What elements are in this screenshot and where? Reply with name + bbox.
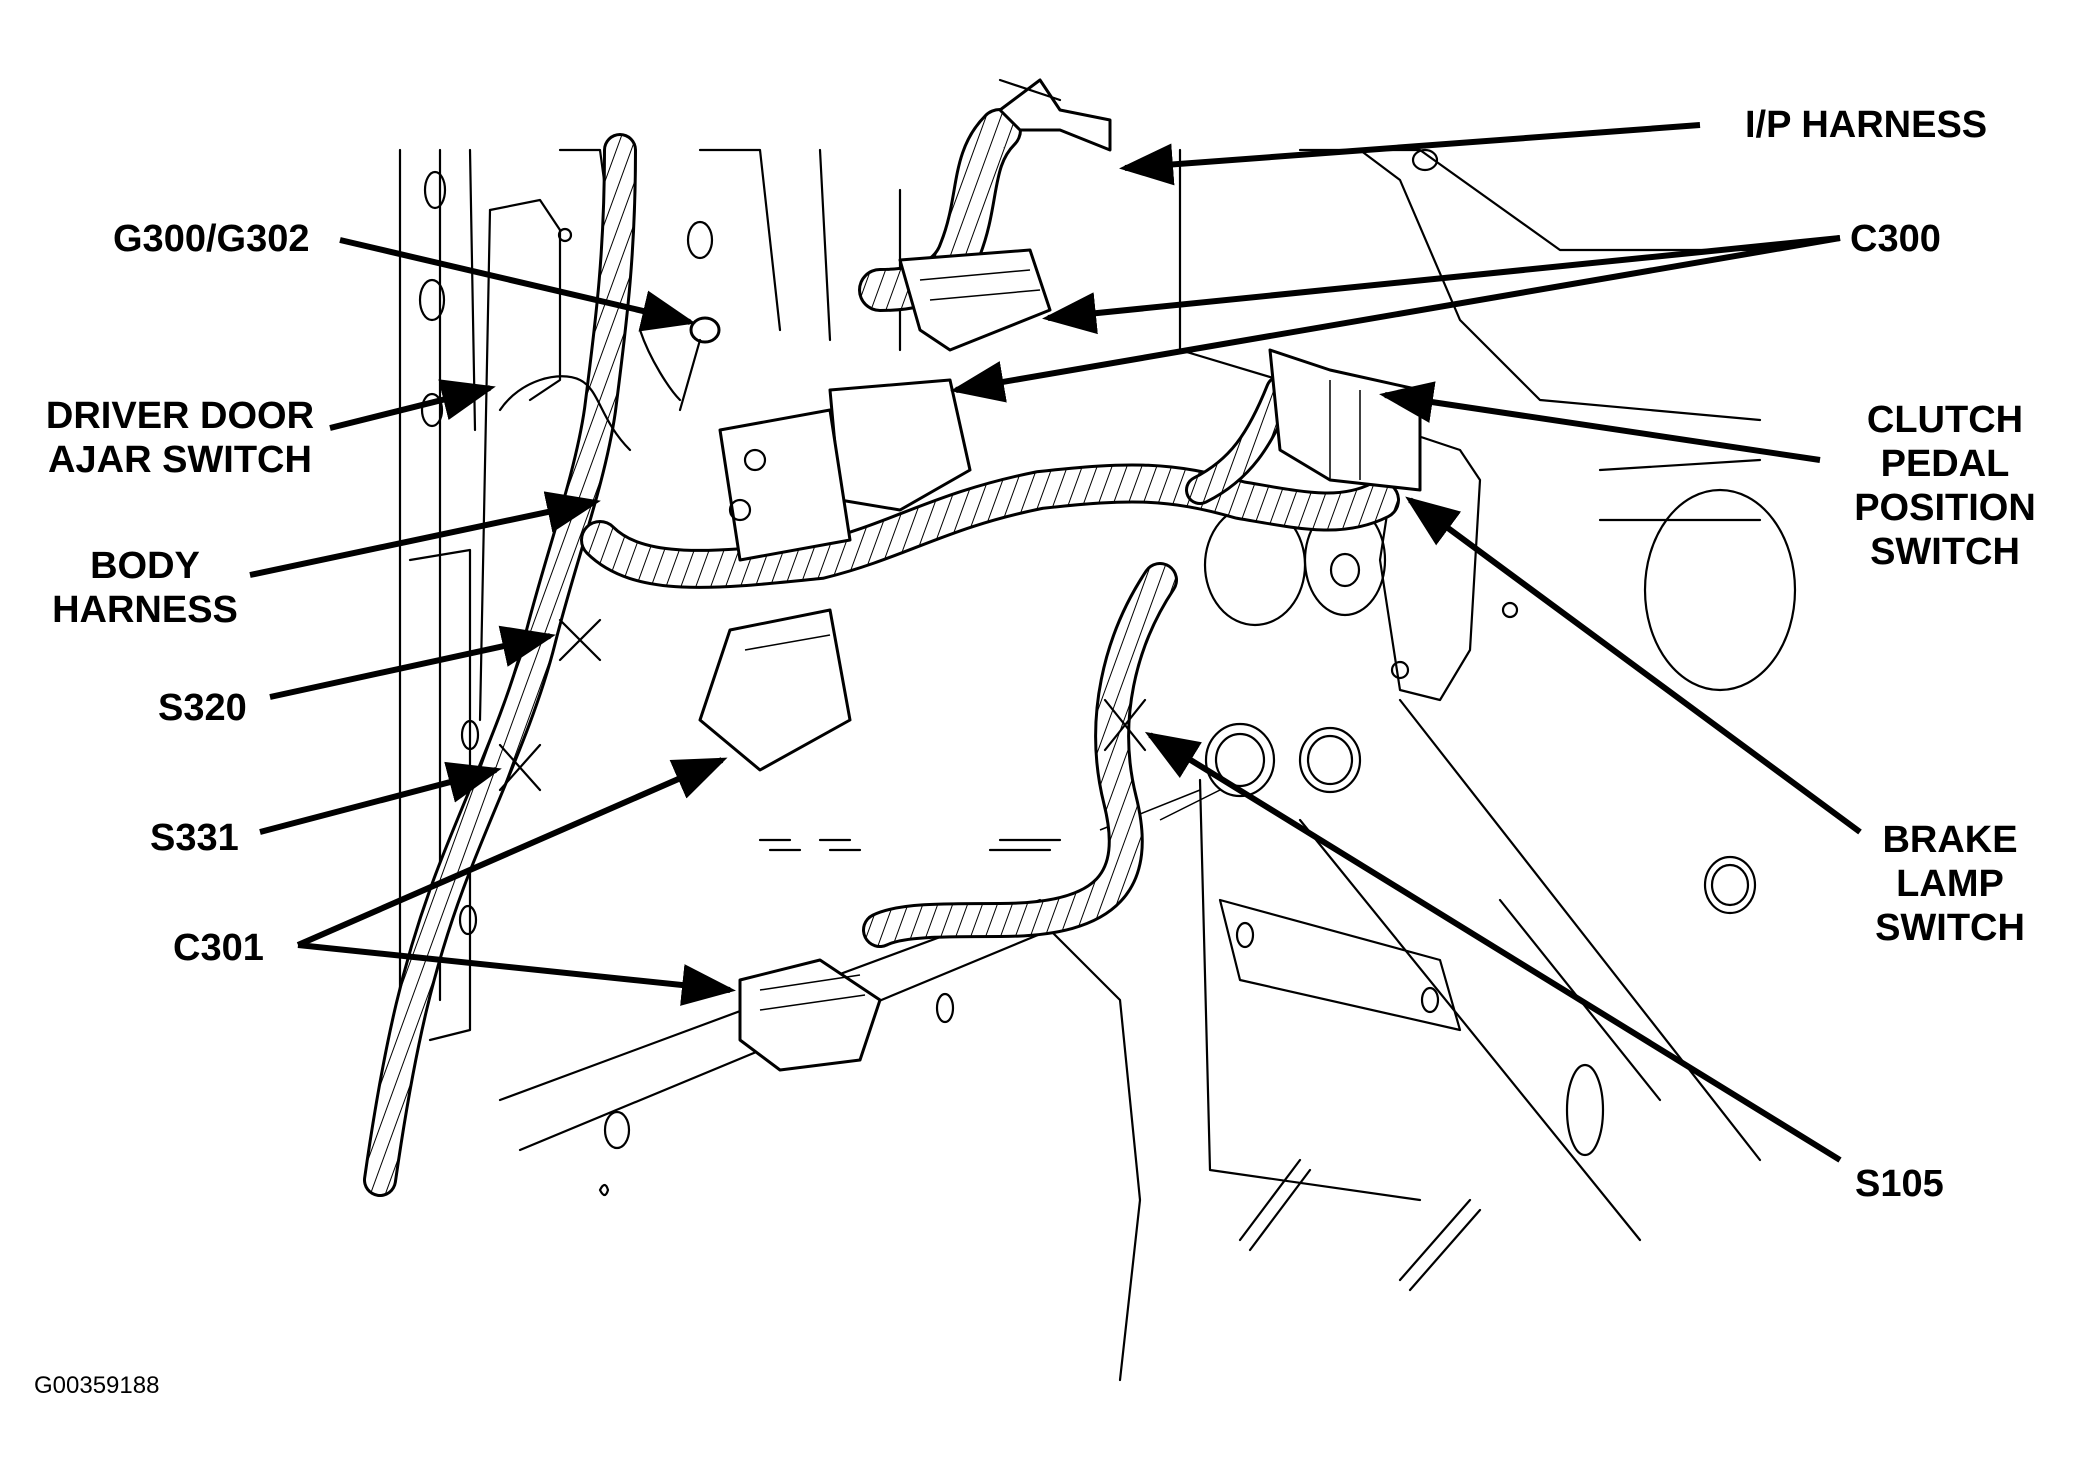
leader-g300-g302	[339, 237, 696, 332]
leader-s105	[1144, 731, 1842, 1163]
label-clutch-pedal-position-switch: CLUTCH PEDAL POSITION SWITCH	[1854, 399, 2036, 573]
leader-c300-upper	[1042, 235, 1841, 335]
figure-id: G00359188	[34, 1372, 160, 1399]
label-s105: S105	[1855, 1163, 1944, 1205]
label-c301: C301	[173, 927, 264, 969]
leader-driver-door	[329, 379, 496, 431]
label-c300: C300	[1850, 218, 1941, 260]
label-brake-lamp-switch: BRAKE LAMP SWITCH	[1875, 819, 2025, 949]
label-g300-g302: G300/G302	[113, 218, 310, 260]
leader-body-harness	[249, 491, 601, 578]
leader-brake-lamp	[1405, 496, 1862, 835]
label-s320: S320	[158, 687, 247, 729]
callout-arrows	[249, 122, 1862, 1163]
leader-c300-lower	[950, 235, 1841, 403]
connectors	[498, 78, 1422, 1072]
leader-clutch	[1379, 381, 1821, 463]
leader-c301-lower	[297, 942, 736, 1006]
leader-ip-harness	[1119, 122, 1701, 186]
label-driver-door-ajar-switch: DRIVER DOOR AJAR SWITCH	[45, 395, 315, 481]
leader-s331	[259, 761, 502, 835]
label-body-harness: BODY HARNESS	[52, 545, 238, 631]
leader-s320	[269, 625, 556, 700]
leader-c301-upper	[296, 757, 728, 948]
label-ip-harness: I/P HARNESS	[1745, 104, 1988, 146]
label-s331: S331	[150, 817, 239, 859]
